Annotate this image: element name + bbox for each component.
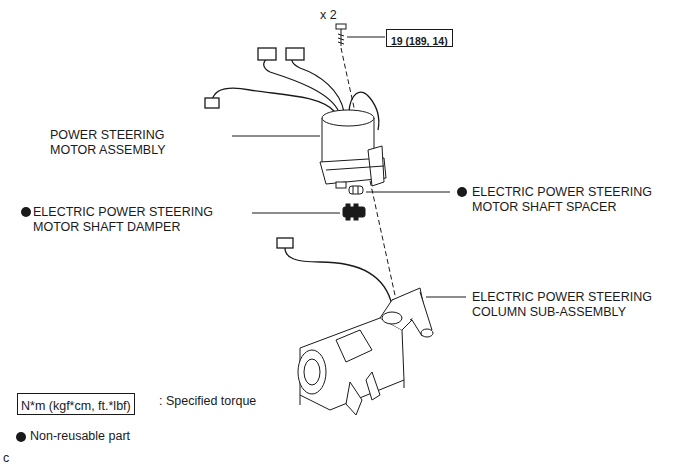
damper-symbol xyxy=(346,216,350,220)
wire-harness xyxy=(286,48,304,60)
non-reusable-mark xyxy=(21,207,31,217)
steering-column xyxy=(421,329,433,337)
figure-code: c xyxy=(3,451,23,466)
legend-text: : Specified torque xyxy=(159,394,319,409)
column-wire xyxy=(277,238,293,248)
spacer-symbol xyxy=(349,186,363,194)
wire-harness xyxy=(212,88,335,112)
wire-harness xyxy=(205,48,379,130)
steering-column xyxy=(298,350,326,394)
legend-text: Non-reusable part xyxy=(30,429,230,444)
bolt-symbol xyxy=(338,34,344,36)
wire-harness xyxy=(264,58,339,112)
damper-symbol xyxy=(346,204,350,208)
damper-symbol xyxy=(343,204,365,220)
column-wire xyxy=(277,238,392,305)
bolt-symbol xyxy=(338,38,344,40)
part-name: ELECTRIC POWER STEERING COLUMN SUB-ASSEM… xyxy=(472,290,682,320)
quantity-label: x 2 xyxy=(320,8,360,23)
part-name: ELECTRIC POWER STEERING MOTOR SHAFT SPAC… xyxy=(472,185,682,215)
leader-line xyxy=(232,136,320,137)
steering-column xyxy=(404,380,405,388)
column-wire xyxy=(285,248,392,305)
steering-column xyxy=(298,288,433,415)
steering-column xyxy=(346,382,362,415)
torque-box: 19 (189, 14) xyxy=(386,29,453,47)
wire-harness xyxy=(258,48,276,60)
bolt-symbol xyxy=(336,24,346,46)
wire-harness xyxy=(292,56,344,112)
motor-body xyxy=(326,166,384,170)
box-text: 19 (189, 14) xyxy=(391,35,448,49)
steering-column xyxy=(336,330,372,362)
motor-body xyxy=(320,110,386,188)
spacer-symbol xyxy=(353,186,354,194)
non-reusable-mark xyxy=(457,187,467,197)
steering-column xyxy=(300,395,301,405)
steering-column xyxy=(382,312,402,324)
spacer-symbol xyxy=(358,186,359,194)
leader-line xyxy=(252,213,340,214)
non-reusable-mark xyxy=(16,187,467,442)
box-text: N*m (kgf*cm, ft.*lbf) xyxy=(21,399,131,415)
bolt-symbol xyxy=(338,42,344,44)
bolt-axis xyxy=(341,48,400,318)
leader-line xyxy=(426,297,466,298)
bolt-symbol xyxy=(336,24,346,29)
part-name: ELECTRIC POWER STEERING MOTOR SHAFT DAMP… xyxy=(33,205,248,235)
motor-body xyxy=(322,110,374,126)
steering-column xyxy=(412,292,432,336)
spacer-symbol xyxy=(349,186,363,194)
part-name: POWER STEERING MOTOR ASSEMBLY xyxy=(50,128,170,158)
non-reusable-mark xyxy=(16,432,26,442)
leader-line xyxy=(366,192,450,193)
motor-body xyxy=(336,182,346,188)
damper-symbol xyxy=(354,216,358,220)
leader-line xyxy=(347,37,385,38)
steering-column xyxy=(366,372,380,400)
steering-column xyxy=(304,359,320,385)
parts-illustration xyxy=(16,24,467,442)
wire-harness xyxy=(205,98,219,108)
torque-unit-box: N*m (kgf*cm, ft.*lbf) xyxy=(17,393,135,415)
damper-symbol xyxy=(354,204,358,208)
